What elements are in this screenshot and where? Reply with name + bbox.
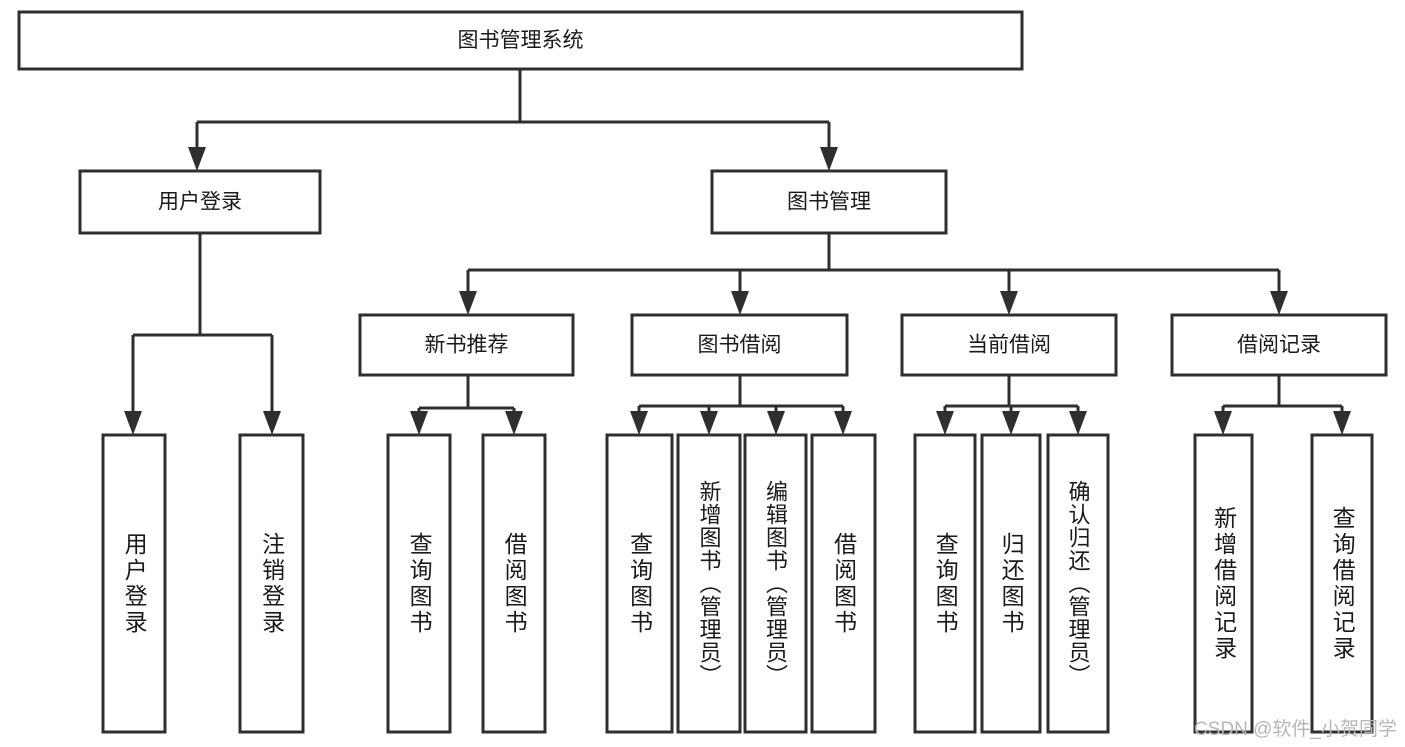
node-leaf-7[interactable] <box>810 433 877 734</box>
node-level2-0[interactable]: 新书推荐 <box>358 313 575 377</box>
node-leaf-12[interactable] <box>1310 433 1374 734</box>
arrow-head <box>505 411 523 435</box>
arrow-head <box>936 411 954 435</box>
node-box-rect <box>358 313 575 377</box>
leaf-label-9: 归还图书 <box>998 531 1025 636</box>
node-leaf-5[interactable] <box>676 433 742 734</box>
node-label: 借阅记录 <box>1237 334 1321 357</box>
leaf-label-0: 用户登录 <box>121 531 148 636</box>
arrow-head <box>1270 291 1288 315</box>
leaf-label-4: 查询图书 <box>626 531 653 636</box>
node-leaf-0[interactable] <box>101 433 167 734</box>
node-box-rect <box>710 169 948 235</box>
arrow-head <box>1069 411 1087 435</box>
arrow-head <box>1214 411 1232 435</box>
node-box-rect <box>101 433 167 734</box>
node-box-rect <box>913 433 977 734</box>
leaf-label-7: 借阅图书 <box>830 531 857 636</box>
node-root-system[interactable]: 图书管理系统 <box>17 10 1024 71</box>
node-box-rect <box>980 433 1042 734</box>
node-leaf-1[interactable] <box>238 433 305 734</box>
arrow-head <box>1002 411 1020 435</box>
arrow-head <box>700 411 718 435</box>
arrow-head <box>188 147 206 171</box>
node-label: 新书推荐 <box>425 334 509 357</box>
connector-lines <box>124 69 1351 435</box>
node-box-rect <box>900 313 1118 377</box>
arrow-head <box>630 411 648 435</box>
node-leaf-3[interactable] <box>481 433 547 734</box>
node-level1-1[interactable]: 图书管理 <box>710 169 948 235</box>
node-box-rect <box>676 433 742 734</box>
leaf-label-6: 编辑图书（管理员） <box>763 480 789 687</box>
leaf-label-2: 查询图书 <box>406 531 433 636</box>
arrow-head <box>263 411 281 435</box>
node-label: 当前借阅 <box>967 334 1051 357</box>
node-box-rect <box>78 169 322 235</box>
arrow-head <box>767 411 785 435</box>
node-leaf-4[interactable] <box>605 433 674 734</box>
leaf-label-8: 查询图书 <box>932 531 959 636</box>
node-box-rect <box>1046 433 1110 734</box>
leaf-label-12: 查询借阅记录 <box>1329 505 1356 662</box>
node-box-rect <box>810 433 877 734</box>
node-box-rect <box>1193 433 1254 734</box>
node-level1-0[interactable]: 用户登录 <box>78 169 322 235</box>
node-box-rect <box>1170 313 1388 377</box>
arrow-head <box>731 291 749 315</box>
node-box-rect <box>386 433 452 734</box>
node-level2-2[interactable]: 当前借阅 <box>900 313 1118 377</box>
leaf-label-5: 新增图书（管理员） <box>696 480 722 687</box>
leaf-label-11: 新增借阅记录 <box>1210 505 1237 662</box>
arrow-head <box>410 411 428 435</box>
node-box-rect <box>481 433 547 734</box>
node-box-rect <box>1310 433 1374 734</box>
leaf-label-1: 注销登录 <box>258 531 285 636</box>
node-box-rect <box>605 433 674 734</box>
node-leaf-9[interactable] <box>980 433 1042 734</box>
node-label: 图书借阅 <box>698 334 782 357</box>
leaf-label-3: 借阅图书 <box>501 531 528 636</box>
node-leaf-6[interactable] <box>743 433 808 734</box>
arrow-head <box>1000 291 1018 315</box>
arrow-head <box>124 411 142 435</box>
node-leaf-2[interactable] <box>386 433 452 734</box>
node-level2-3[interactable]: 借阅记录 <box>1170 313 1388 377</box>
arrow-head <box>834 411 852 435</box>
node-box-rect <box>743 433 808 734</box>
arrow-head <box>1333 411 1351 435</box>
watermark-text: CSDN @软件_小贺同学 <box>1194 719 1397 740</box>
node-box-rect <box>17 10 1024 71</box>
node-label: 用户登录 <box>158 191 242 214</box>
node-leaf-10[interactable] <box>1046 433 1110 734</box>
node-level2-1[interactable]: 图书借阅 <box>630 313 849 377</box>
node-box-rect <box>630 313 849 377</box>
leaf-label-10: 确认归还（管理员） <box>1065 480 1091 687</box>
arrow-head <box>459 291 477 315</box>
node-box-rect <box>238 433 305 734</box>
node-leaf-8[interactable] <box>913 433 977 734</box>
node-leaf-11[interactable] <box>1193 433 1254 734</box>
arrow-head <box>820 147 838 171</box>
node-label: 图书管理 <box>787 191 871 214</box>
node-label: 图书管理系统 <box>458 29 584 52</box>
